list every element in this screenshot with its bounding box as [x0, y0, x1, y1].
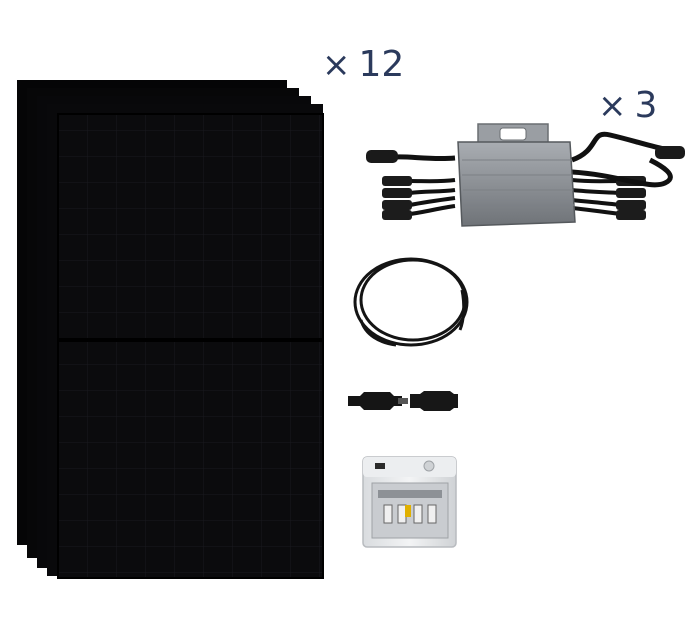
- cable-coil: [353, 257, 469, 347]
- microinverter: [366, 123, 685, 227]
- inverter-quantity-label: ×3: [598, 88, 657, 124]
- ac-protection-box: [362, 456, 457, 548]
- panel-quantity-label: ×12: [322, 47, 404, 83]
- multiply-icon: ×: [322, 45, 351, 85]
- panel-quantity-value: 12: [358, 44, 405, 85]
- multiply-icon: ×: [598, 86, 627, 126]
- inverter-quantity-value: 3: [634, 85, 658, 126]
- solar-panel-front: [57, 113, 324, 579]
- mc4-connector-pair: [348, 391, 458, 411]
- solar-panel-stack: [17, 80, 324, 579]
